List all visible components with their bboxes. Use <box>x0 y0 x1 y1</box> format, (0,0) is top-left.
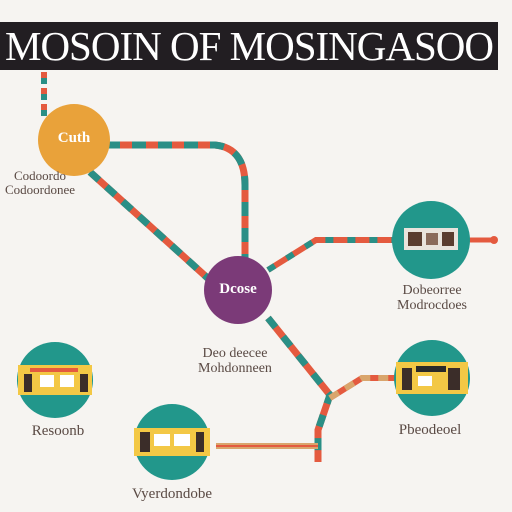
node-right-bottom-label: Pbeodeoel <box>398 422 462 438</box>
node-top-left-circle <box>38 104 110 176</box>
node-left-bottom-label: Resoonb <box>31 423 85 439</box>
node-center-circle <box>204 256 272 324</box>
node-center-label-2: Mohdonneen <box>198 361 272 376</box>
node-top-left-inner-text: Cuth <box>57 130 91 146</box>
node-bottom-center-label: Vyerdondobe <box>132 486 212 502</box>
diagram-title: MOSOIN OF MOSINGASOO <box>0 22 498 70</box>
node-right-top-label-1: Dobeorree <box>402 283 462 298</box>
node-center-label-1: Deo deecee <box>202 346 268 361</box>
node-right-top-label-2: Modrocdoes <box>397 298 467 313</box>
node-top-left-label-2: Codoordonee <box>4 182 76 197</box>
route-end-dot <box>490 236 498 244</box>
node-top-left-label-1: Codoordo <box>14 168 66 183</box>
node-center-inner-text: Dcose <box>219 281 257 297</box>
